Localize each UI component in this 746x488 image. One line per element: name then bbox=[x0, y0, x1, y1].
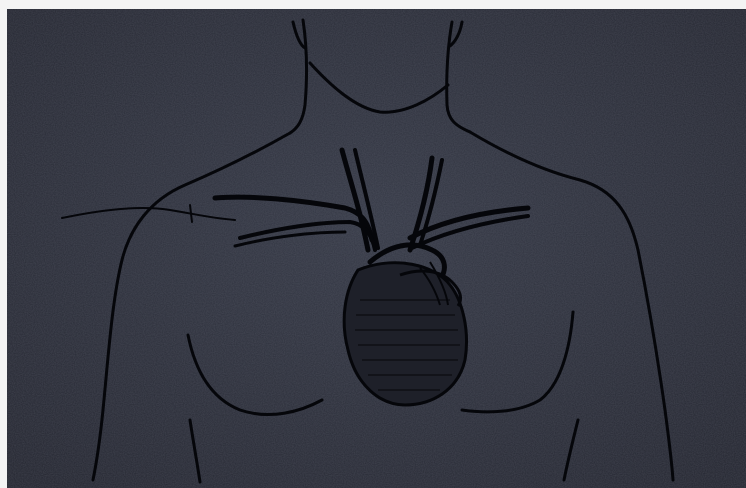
heart-body bbox=[344, 263, 466, 405]
heart bbox=[344, 262, 466, 405]
